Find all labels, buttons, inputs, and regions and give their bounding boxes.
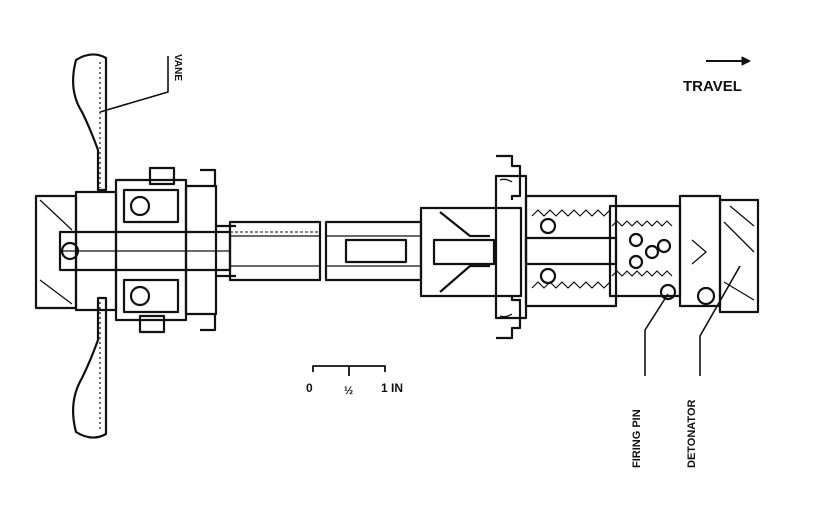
detonator-leader-line bbox=[699, 265, 741, 376]
scale-tick-half-label: ½ bbox=[344, 385, 353, 397]
forward-fuze-body bbox=[419, 154, 760, 340]
vane-upper-blade bbox=[71, 53, 108, 192]
detonator-label: DETONATOR bbox=[686, 399, 698, 468]
travel-arrow-icon bbox=[706, 56, 751, 66]
travel-label: TRAVEL bbox=[683, 78, 742, 95]
vane-label: VANE bbox=[172, 54, 183, 81]
scale-tick-end-label: 1 IN bbox=[381, 381, 403, 395]
vane-lower-blade bbox=[71, 296, 108, 439]
scale-tick-0-label: 0 bbox=[306, 381, 313, 395]
arming-shaft bbox=[228, 220, 423, 282]
rear-hub-assembly bbox=[34, 166, 236, 334]
firing-pin-leader-line bbox=[644, 293, 669, 376]
vane-leader-line bbox=[99, 56, 169, 113]
firing-pin-label: FIRING PIN bbox=[631, 409, 643, 468]
scale-bar bbox=[312, 365, 386, 376]
